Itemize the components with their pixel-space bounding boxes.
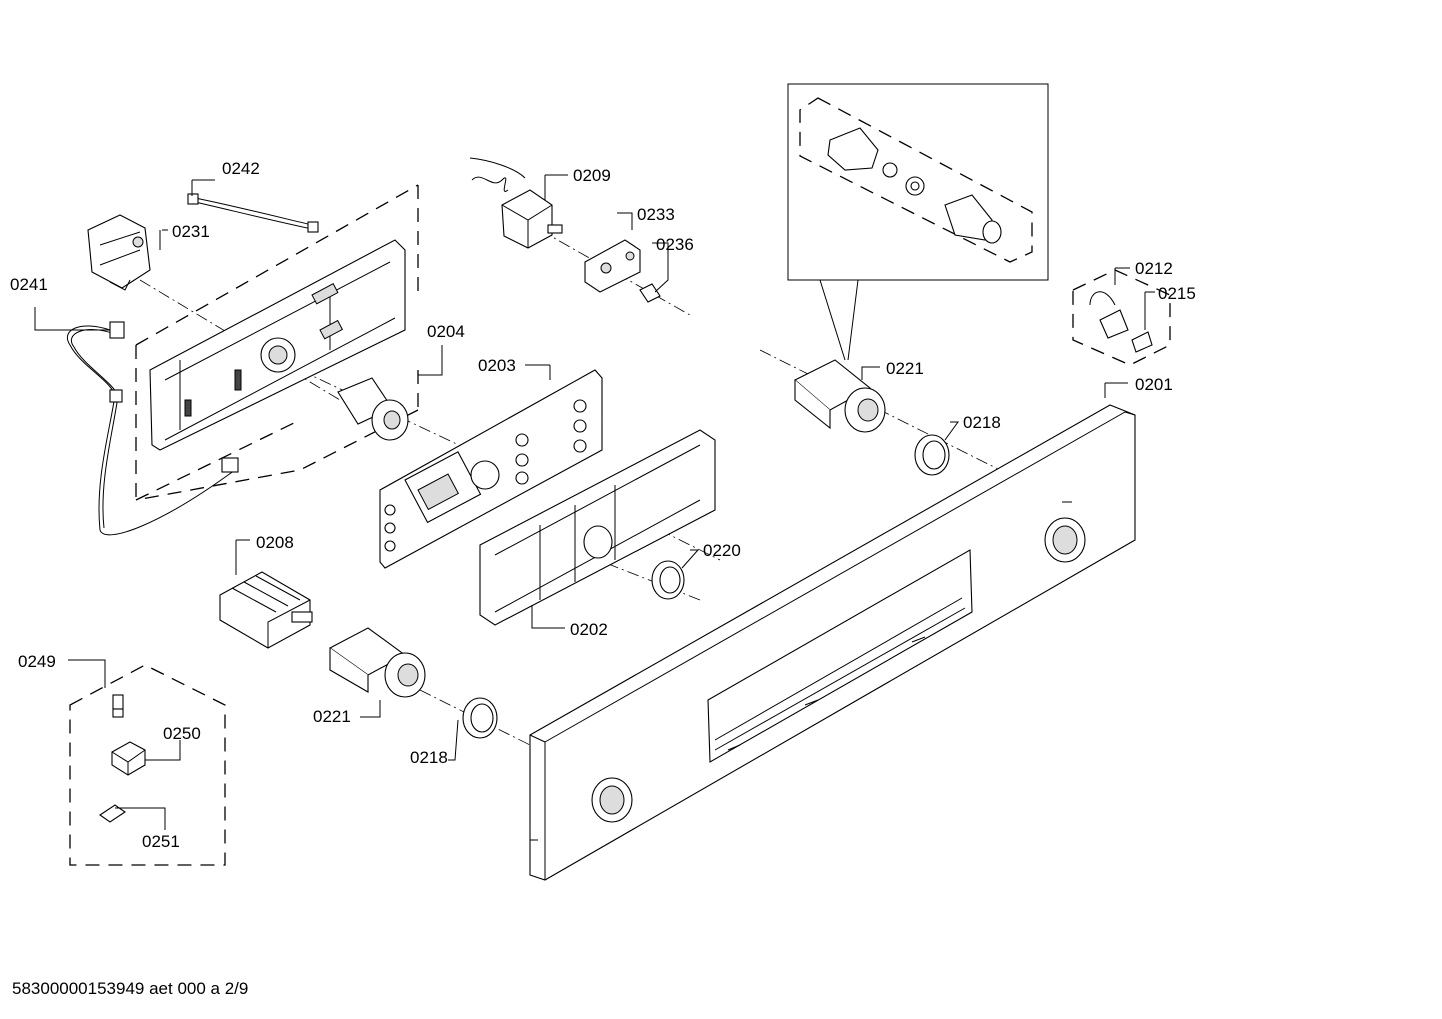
rotary-switch-lower-part (328, 627, 426, 698)
label-0221-upper: 0221 (886, 359, 924, 378)
label-0241: 0241 (10, 275, 48, 294)
bezel-ring-center-part (651, 560, 685, 600)
small-parts-dashed-group (69, 664, 226, 866)
leader-lines (34, 174, 1155, 830)
front-panel-part (529, 404, 1136, 881)
label-0218-lower: 0218 (410, 748, 448, 767)
display-board-part (379, 369, 603, 569)
part-labels: 0201 0202 0203 0204 0208 0209 0212 0215 … (10, 159, 1196, 851)
label-0236: 0236 (656, 235, 694, 254)
capacitor-part (111, 741, 146, 776)
panel-frame-part (479, 429, 716, 626)
control-board-frame-part (149, 239, 406, 451)
label-0203: 0203 (478, 356, 516, 375)
lamp-bulb-part (639, 283, 661, 303)
label-0212: 0212 (1135, 259, 1173, 278)
terminal-connector-part (112, 694, 124, 718)
label-0208: 0208 (256, 533, 294, 552)
selector-switch-part (219, 571, 313, 649)
ribbon-cable-part (187, 193, 319, 233)
rotary-switch-right-part (794, 359, 886, 433)
switch-bracket-part (87, 214, 151, 291)
rotary-switch-upper-part (337, 377, 409, 441)
label-0220: 0220 (703, 541, 741, 560)
label-0218-upper: 0218 (963, 413, 1001, 432)
label-0242: 0242 (222, 159, 260, 178)
label-0221-lower: 0221 (313, 707, 351, 726)
bezel-ring-upper-part (914, 434, 950, 476)
thermostat-part (469, 157, 563, 249)
label-0249: 0249 (18, 652, 56, 671)
label-0209: 0209 (573, 166, 611, 185)
label-0231: 0231 (172, 222, 210, 241)
label-0204: 0204 (427, 322, 465, 341)
label-0250: 0250 (163, 724, 201, 743)
label-0215: 0215 (1158, 284, 1196, 303)
relay-module-part (1089, 291, 1153, 353)
control-module-dashed-group (135, 184, 419, 501)
label-0202: 0202 (570, 620, 608, 639)
mounting-clip-part (99, 804, 126, 823)
label-0201: 0201 (1135, 375, 1173, 394)
wiring-harness-part (67, 321, 239, 536)
lamp-holder-part (584, 239, 641, 293)
label-0251: 0251 (142, 832, 180, 851)
bezel-ring-lower-part (462, 697, 498, 739)
inset-detail-box (787, 83, 1049, 361)
document-id: 58300000153949 aet 000 a 2/9 (12, 979, 249, 998)
label-0233: 0233 (637, 205, 675, 224)
inset-knob-components (827, 127, 1002, 244)
